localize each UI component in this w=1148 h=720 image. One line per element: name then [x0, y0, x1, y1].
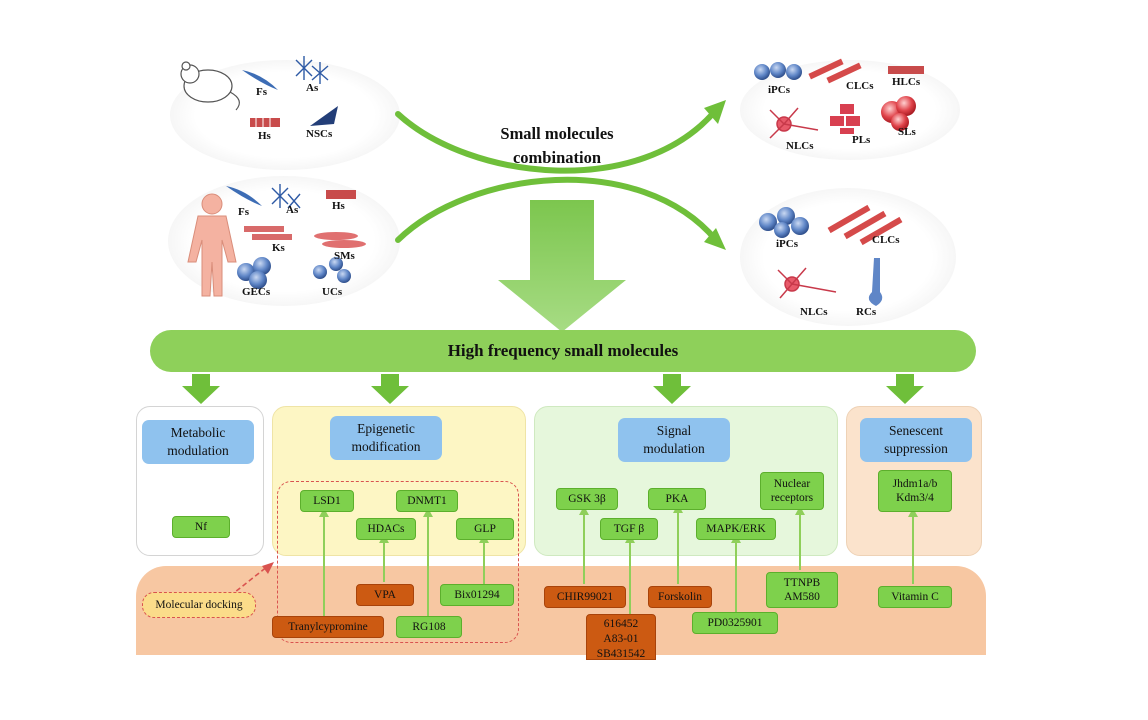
label-human-ucs: UCs [322, 286, 343, 298]
nuclear-l2: receptors [770, 492, 814, 504]
sertoli-icon [881, 96, 916, 131]
target-pka: PKA [648, 488, 706, 510]
jhdm-l1: Jhdm1a/b [892, 478, 938, 490]
bottom-cover [130, 655, 990, 720]
label-human-hs: Hs [332, 200, 345, 212]
target-glp: GLP [456, 518, 514, 540]
neuron-icon [769, 107, 819, 139]
cardiomyocyte-icon [808, 58, 862, 84]
target-jhdm: Jhdm1a/b Kdm3/4 [878, 470, 952, 512]
hepatocyte-icon [250, 118, 280, 127]
epigenetic-header-l1: Epigenetic [357, 421, 415, 436]
banner-arrows [182, 374, 924, 404]
nsc-icon [310, 106, 338, 126]
target-hdacs: HDACs [356, 518, 416, 540]
jhdm-l2: Kdm3/4 [896, 492, 934, 504]
tgf-inh-2: A83-01 [603, 633, 639, 645]
target-dnmt1: DNMT1 [396, 490, 458, 512]
molecule-tgfb-inhibitors: 616452 A83-01 SB431542 [586, 614, 656, 660]
label-mouse-nscs: NSCs [306, 128, 333, 140]
senescent-header-l2: suppression [884, 441, 948, 456]
label-human-sms: SMs [334, 250, 355, 262]
target-mapk-erk: MAPK/ERK [696, 518, 776, 540]
metabolic-header-l1: Metabolic [170, 425, 226, 440]
gec-icon [237, 257, 271, 289]
hlc-icon [888, 66, 924, 74]
label-target-pls: PLs [852, 134, 871, 146]
signal-header-l2: modulation [643, 441, 705, 456]
signal-header: Signal modulation [618, 418, 730, 462]
molecule-rg108: RG108 [396, 616, 462, 638]
label-target-clcs-2: CLCs [872, 234, 900, 246]
high-frequency-banner: High frequency small molecules [150, 330, 976, 372]
center-title-line1: Small molecules [500, 124, 614, 143]
metabolic-header-l2: modulation [167, 443, 229, 458]
label-target-ipcs-1: iPCs [768, 84, 790, 96]
docking-region [277, 481, 519, 643]
pancreatic-icon [830, 104, 860, 134]
retinal-cell-icon [868, 258, 883, 306]
fibroblast-icon [242, 70, 278, 90]
label-target-clcs-1: CLCs [846, 80, 874, 92]
urine-cell-icon [313, 257, 351, 283]
human-figure-icon [187, 193, 237, 297]
senescent-header: Senescent suppression [860, 418, 972, 462]
label-human-fs: Fs [238, 206, 249, 218]
crossing-arrows [395, 107, 719, 243]
keratinocyte-icon [244, 226, 284, 232]
senescent-header-l1: Senescent [889, 423, 943, 438]
label-human-as: As [286, 204, 299, 216]
target-lsd1: LSD1 [300, 490, 354, 512]
target-gsk3b: GSK 3β [556, 488, 618, 510]
mouse-icon [180, 61, 240, 111]
human-target-cells [740, 188, 956, 326]
label-human-ks: Ks [272, 242, 285, 254]
molecule-bix01294: Bix01294 [440, 584, 514, 606]
molecule-forskolin: Forskolin [648, 586, 712, 608]
molecule-pd0325901: PD0325901 [692, 612, 778, 634]
big-down-arrow [498, 200, 626, 332]
molecular-docking-text: Molecular docking [155, 599, 243, 611]
molecule-vitamin-c: Vitamin C [878, 586, 952, 608]
label-target-nlcs-1: NLCs [786, 140, 814, 152]
ttnpb-l1: TTNPB [783, 577, 821, 589]
target-tgfb: TGF β [600, 518, 658, 540]
smooth-muscle-icon [314, 232, 358, 240]
target-nf: Nf [172, 516, 230, 538]
label-target-hlcs: HLCs [892, 76, 921, 88]
target-nuclear-receptors: Nuclear receptors [760, 472, 824, 510]
center-title: Small molecules combination [472, 122, 642, 170]
label-target-sls: SLs [898, 126, 916, 138]
molecule-vpa: VPA [356, 584, 414, 606]
label-mouse-as: As [306, 82, 319, 94]
astrocyte-icon [295, 56, 329, 84]
label-target-rcs: RCs [856, 306, 877, 318]
banner-label: High frequency small molecules [447, 341, 679, 360]
ttnpb-l2: AM580 [784, 591, 820, 603]
signal-header-l1: Signal [656, 423, 692, 438]
molecular-docking-label: Molecular docking [142, 592, 256, 618]
ipc-icon [754, 62, 802, 80]
label-mouse-hs: Hs [258, 130, 271, 142]
tgf-inh-3: SB431542 [596, 648, 646, 660]
epigenetic-header: Epigenetic modification [330, 416, 442, 460]
metabolic-header: Metabolic modulation [142, 420, 254, 464]
center-title-line2: combination [512, 148, 601, 167]
label-mouse-fs: Fs [256, 86, 267, 98]
label-target-nlcs-2: NLCs [800, 306, 828, 318]
label-human-gecs: GECs [242, 286, 271, 298]
nuclear-l1: Nuclear [773, 478, 811, 490]
label-target-ipcs-2: iPCs [776, 238, 798, 250]
molecule-tranylcypromine: Tranylcypromine [272, 616, 384, 638]
top-illustration [180, 56, 924, 332]
tgf-inh-1: 616452 [603, 618, 639, 630]
epigenetic-header-l2: modification [351, 439, 421, 454]
molecule-chir99021: CHIR99021 [544, 586, 626, 608]
molecule-ttnpb-am580: TTNPB AM580 [766, 572, 838, 608]
